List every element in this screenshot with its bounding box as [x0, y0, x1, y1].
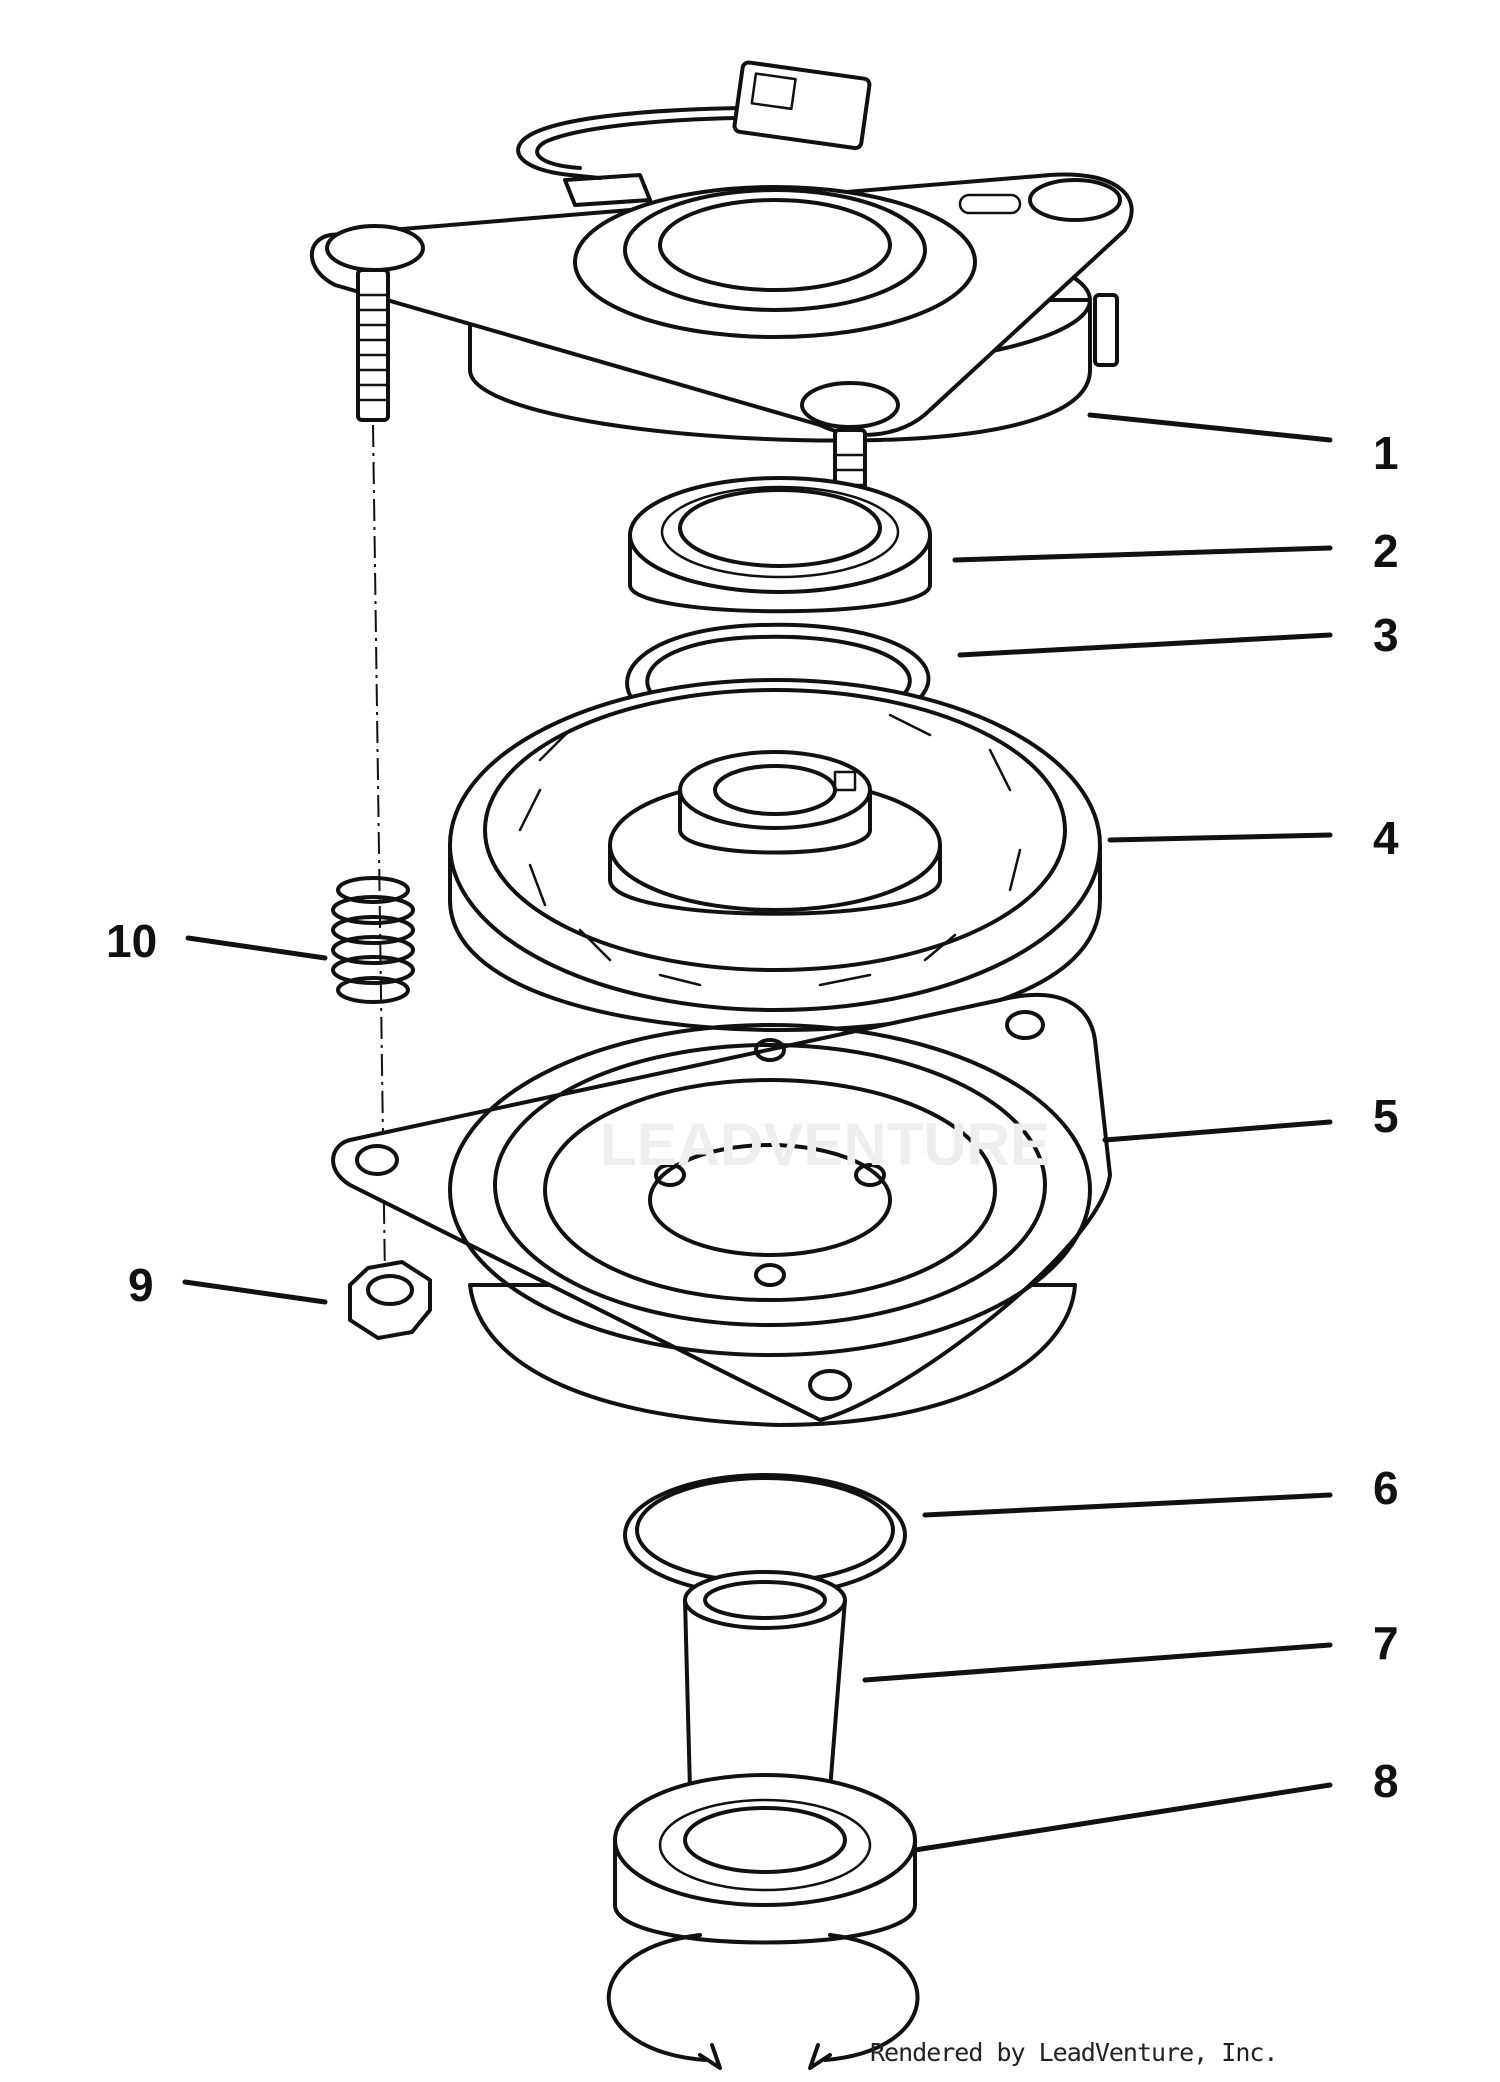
callout-4: 4 — [1373, 812, 1399, 864]
render-credit: Rendered by LeadVenture, Inc. — [870, 2038, 1278, 2067]
part-2-bearing — [628, 476, 932, 614]
watermark: LEADVENTURE — [600, 1111, 1051, 1178]
callout-9: 9 — [128, 1259, 154, 1311]
callout-3: 3 — [1373, 609, 1399, 661]
callout-5: 5 — [1373, 1090, 1399, 1142]
callout-6: 6 — [1373, 1462, 1399, 1514]
callout-1: 1 — [1373, 427, 1399, 479]
callout-8: 8 — [1373, 1755, 1399, 1807]
leader-5 — [1102, 1119, 1333, 1143]
callout-2: 2 — [1373, 525, 1399, 577]
part-1-field-assembly — [309, 60, 1134, 443]
callout-7: 7 — [1373, 1617, 1399, 1669]
bottom-snap-ring — [606, 1933, 920, 2070]
leader-6 — [922, 1492, 1333, 1518]
part-4-rotor — [448, 678, 1102, 1032]
part-5-brake-plate — [331, 993, 1112, 1427]
leader-7 — [862, 1642, 1333, 1683]
leader-4 — [1107, 832, 1333, 843]
part-10-spring — [331, 876, 415, 1004]
leader-8 — [912, 1782, 1333, 1853]
leader-9 — [182, 1279, 328, 1305]
part-9-nut — [348, 1260, 432, 1340]
part-8-lower-bearing — [613, 1773, 917, 1945]
callout-10: 10 — [106, 915, 158, 967]
leader-10 — [185, 935, 328, 961]
connector-plug — [732, 60, 872, 151]
leader-lines — [182, 412, 1333, 1853]
leader-3 — [957, 632, 1333, 658]
leader-1 — [1087, 412, 1333, 443]
leader-2 — [952, 545, 1333, 563]
